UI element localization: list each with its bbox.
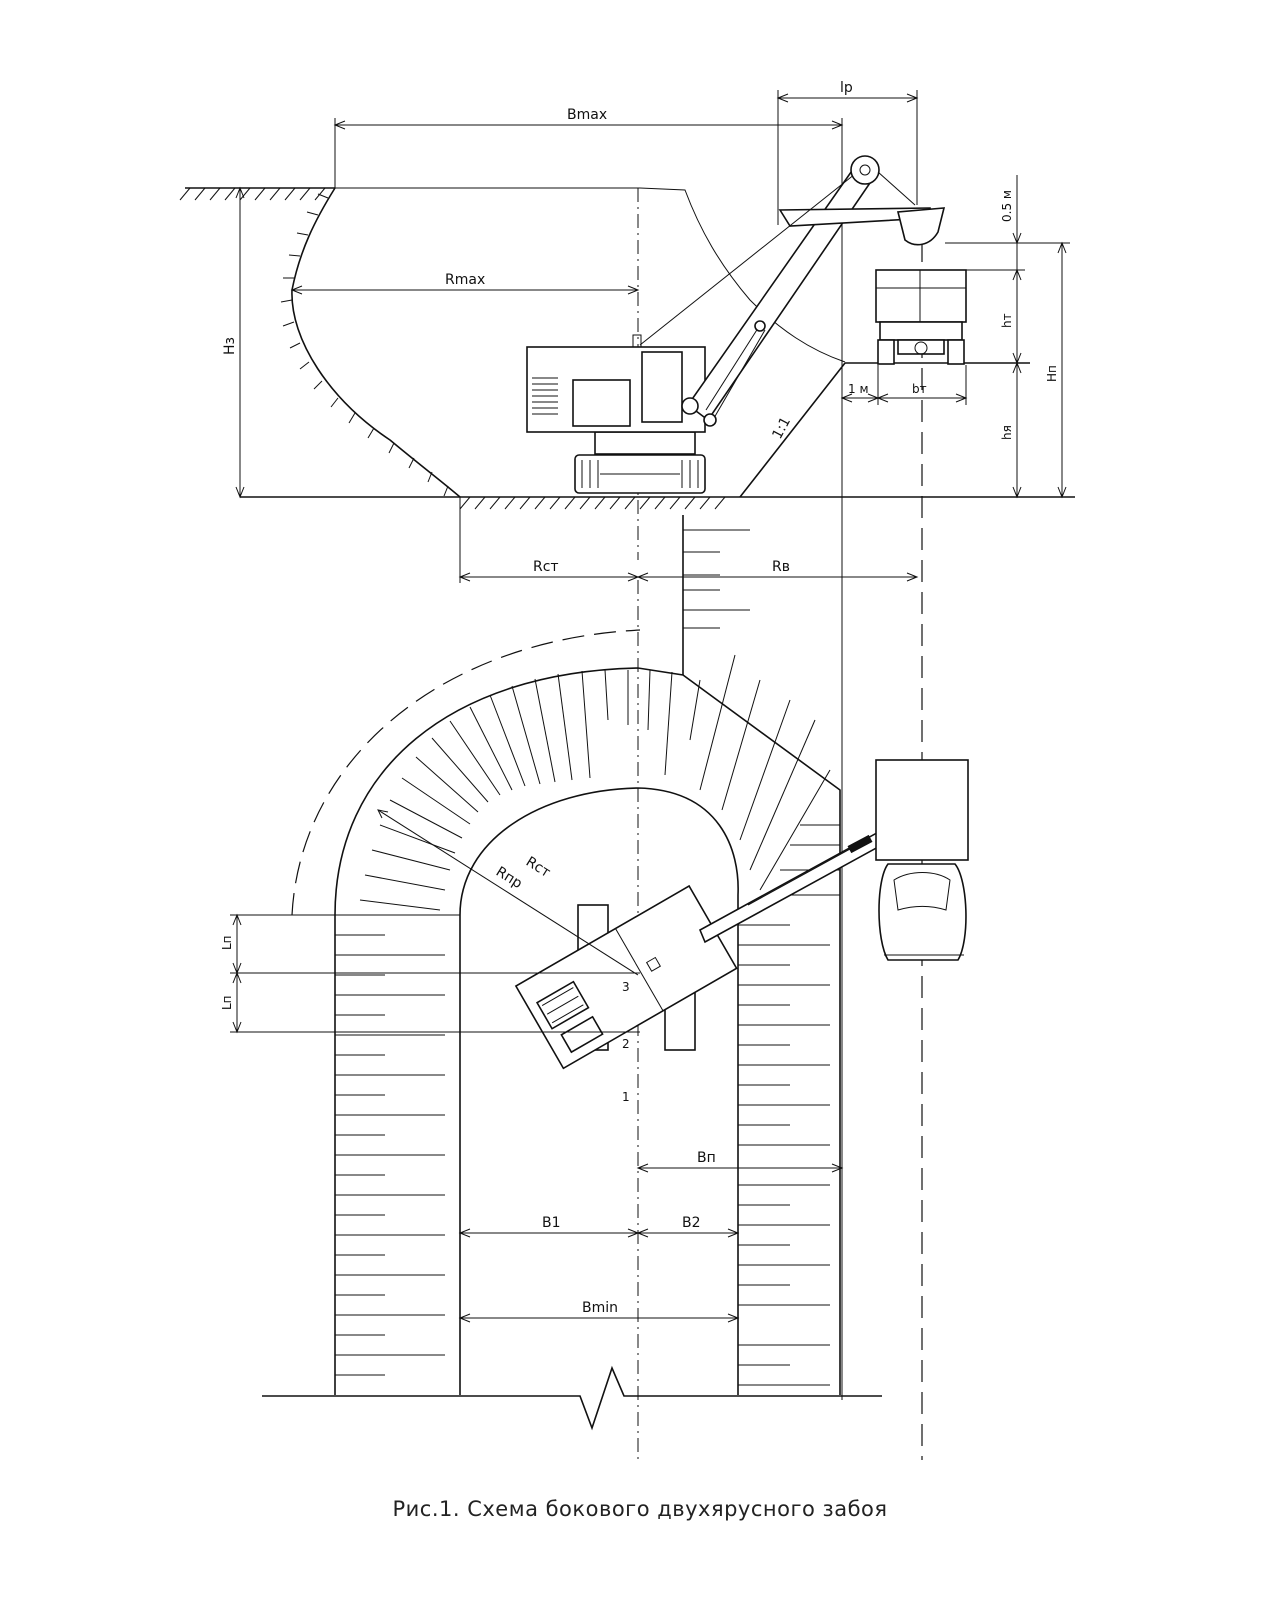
rst-top-label: Rст (533, 559, 559, 575)
point-2: 2 (622, 1037, 630, 1051)
ln-lower-label: Lп (220, 995, 234, 1010)
dump-truck-rear (875, 269, 967, 365)
ht-label: hт (1000, 313, 1014, 328)
rst-plan-label: Rст (523, 854, 553, 881)
bottom-hatch (459, 496, 726, 510)
fan-hatch (359, 654, 831, 911)
left-strip-hatch (335, 934, 445, 1376)
digging-arc (639, 187, 846, 363)
bmax-label: Bmax (567, 107, 607, 123)
reach-arc (291, 629, 641, 916)
point-3: 3 (622, 980, 630, 994)
b1-label: B1 (542, 1215, 561, 1231)
ground-hatch-left (179, 187, 326, 201)
rv-label: Rв (772, 559, 790, 575)
hz-label: Hз (222, 337, 238, 355)
section-view: 1:1 (179, 80, 1075, 1460)
excavator-side (526, 155, 946, 494)
bucket (896, 207, 946, 246)
hya-label: hя (1000, 425, 1014, 440)
slope-label: 1:1 (769, 414, 794, 441)
upper-strip-hatch (683, 529, 750, 629)
half-meter-label: 0.5 м (1000, 190, 1014, 222)
outer-arc (334, 667, 841, 1395)
point-1: 1 (622, 1090, 630, 1104)
figure-caption: Рис.1. Схема бокового двухярусного забоя (392, 1497, 887, 1521)
one-meter-label: 1 м (848, 382, 869, 396)
bt-label: bт (912, 382, 927, 396)
bmin-label: Bmin (582, 1300, 618, 1316)
ln-upper-label: Lп (220, 935, 234, 950)
face-left-slope (291, 187, 461, 498)
dump-truck-plan (875, 759, 969, 961)
lp-label: lр (840, 80, 853, 96)
inner-arc (459, 787, 739, 1395)
rpr-label: Rпр (493, 864, 525, 892)
face-left-hatch (280, 193, 449, 497)
hn-label: Hп (1045, 365, 1059, 382)
plan-view: Rст Rпр Lп Lп 3 2 1 Bп B1 B2 Bmin (220, 515, 969, 1460)
bp-label: Bп (697, 1150, 716, 1166)
rmax-label: Rmax (445, 272, 485, 288)
b2-label: B2 (682, 1215, 701, 1231)
bottom-break-line (262, 1365, 882, 1431)
bench-slope (739, 362, 846, 498)
